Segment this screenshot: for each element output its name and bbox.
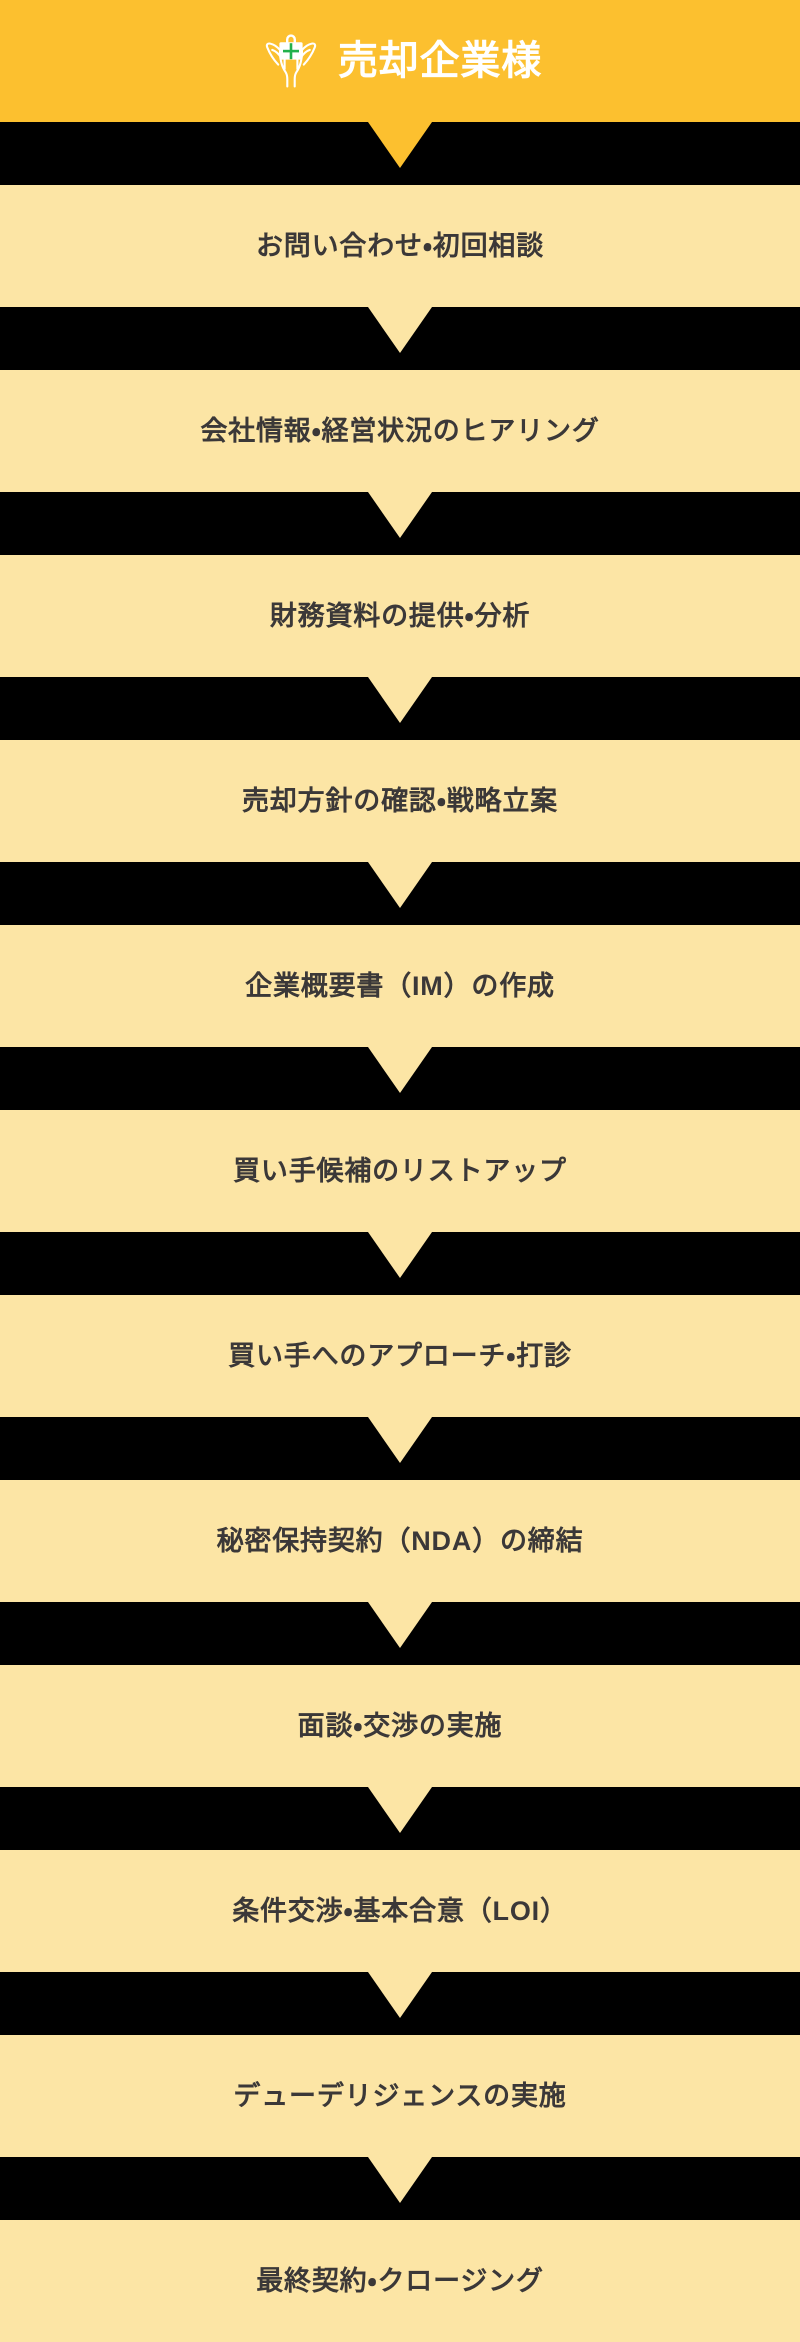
flow-step-2[interactable]: 会社情報・経営状況のヒアリング — [0, 370, 800, 492]
flow-step-label: 企業概要書（IM）の作成 — [245, 970, 555, 1001]
connector-gap-10 — [0, 1972, 800, 2035]
connector-gap-8 — [0, 1602, 800, 1665]
chevron-down-connector-icon — [368, 677, 432, 723]
flow-step-label: 会社情報・経営状況のヒアリング — [200, 415, 600, 446]
flow-step-label: 買い手候補のリストアップ — [233, 1155, 567, 1186]
flow-step-7[interactable]: 買い手へのアプローチ・打診 — [0, 1295, 800, 1417]
connector-gap-4 — [0, 862, 800, 925]
flow-step-10[interactable]: 条件交渉・基本合意（LOI） — [0, 1850, 800, 1972]
chevron-down-connector-icon — [368, 1417, 432, 1463]
chevron-down-connector-icon — [368, 492, 432, 538]
connector-gap-7 — [0, 1417, 800, 1480]
hands-holding-briefcase-icon — [258, 29, 324, 93]
flow-step-label: デューデリジェンスの実施 — [233, 2080, 567, 2111]
flow-header: 売却企業様 — [0, 0, 800, 122]
chevron-down-connector-icon — [368, 1602, 432, 1648]
flow-step-9[interactable]: 面談・交渉の実施 — [0, 1665, 800, 1787]
chevron-down-connector-icon — [368, 1972, 432, 2018]
flow-step-label: 秘密保持契約（NDA）の締結 — [216, 1525, 584, 1556]
connector-gap-3 — [0, 677, 800, 740]
flow-step-label: 売却方針の確認・戦略立案 — [242, 785, 558, 816]
connector-gap-6 — [0, 1232, 800, 1295]
connector-gap-11 — [0, 2157, 800, 2220]
chevron-down-connector-icon — [368, 307, 432, 353]
flow-step-12[interactable]: 最終契約・クロージング — [0, 2220, 800, 2342]
connector-gap-9 — [0, 1787, 800, 1850]
connector-gap-header — [0, 122, 800, 185]
flow-step-label: 面談・交渉の実施 — [297, 1710, 503, 1741]
flow-step-11[interactable]: デューデリジェンスの実施 — [0, 2035, 800, 2157]
chevron-down-connector-icon — [368, 1787, 432, 1833]
flow-step-label: 財務資料の提供・分析 — [269, 600, 531, 631]
flow-step-5[interactable]: 企業概要書（IM）の作成 — [0, 925, 800, 1047]
flow-step-list: お問い合わせ・初回相談会社情報・経営状況のヒアリング財務資料の提供・分析売却方針… — [0, 185, 800, 2342]
flow-step-6[interactable]: 買い手候補のリストアップ — [0, 1110, 800, 1232]
chevron-down-connector-icon — [368, 1047, 432, 1093]
flow-step-label: 条件交渉・基本合意（LOI） — [232, 1895, 568, 1926]
flow-step-label: お問い合わせ・初回相談 — [255, 230, 545, 261]
connector-gap-1 — [0, 307, 800, 370]
connector-gap-2 — [0, 492, 800, 555]
flow-header-title: 売却企業様 — [338, 39, 542, 83]
chevron-down-connector-icon — [368, 1232, 432, 1278]
chevron-down-connector-icon — [368, 122, 432, 168]
connector-gap-5 — [0, 1047, 800, 1110]
flow-step-label: 買い手へのアプローチ・打診 — [228, 1340, 572, 1371]
flow-step-label: 最終契約・クロージング — [256, 2265, 544, 2296]
flow-step-4[interactable]: 売却方針の確認・戦略立案 — [0, 740, 800, 862]
flow-step-1[interactable]: お問い合わせ・初回相談 — [0, 185, 800, 307]
flow-step-8[interactable]: 秘密保持契約（NDA）の締結 — [0, 1480, 800, 1602]
flow-header-content: 売却企業様 — [258, 29, 542, 93]
chevron-down-connector-icon — [368, 862, 432, 908]
flow-step-3[interactable]: 財務資料の提供・分析 — [0, 555, 800, 677]
chevron-down-connector-icon — [368, 2157, 432, 2203]
